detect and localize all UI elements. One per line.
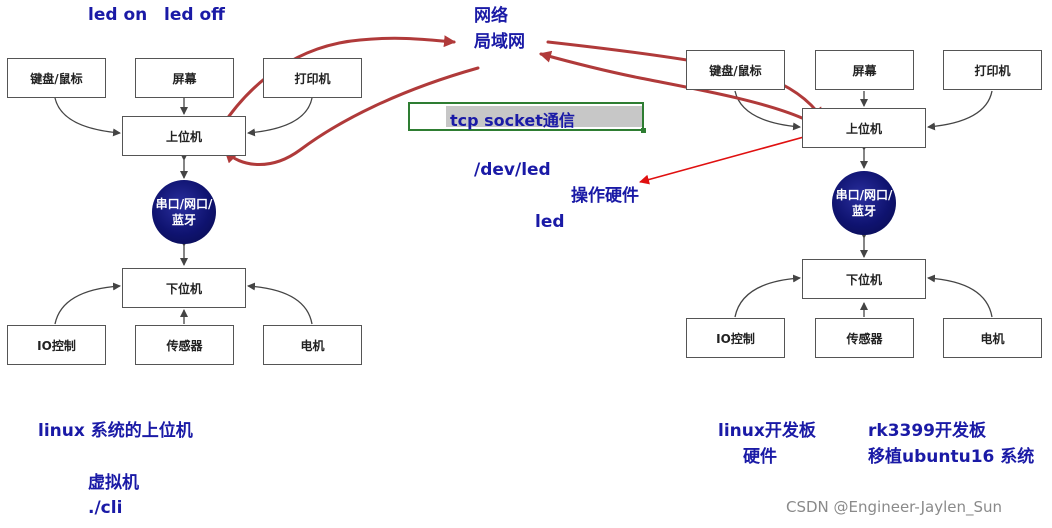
left-slave-box: 下位机 [122,268,246,308]
right-comm-label-line1: 串口/网口/ [835,188,893,202]
right-motor-box: 电机 [943,318,1042,358]
dev-led-note: /dev/led [474,160,551,180]
vm-note: 虚拟机 [88,473,139,493]
left-comm-label-line2: 蓝牙 [171,213,196,227]
board-to-hardware-arrow [639,131,823,185]
right-motor-to-slave-connector [927,274,993,318]
left-printer-box: 打印机 [263,58,362,98]
cli-note: ./cli [88,498,123,518]
led-note: led [535,212,565,232]
right-printer-to-host-connector [927,90,993,131]
linux-board-note: linux开发板 [718,421,816,441]
left-sensor-box: 传感器 [135,325,234,365]
right-printer-box: 打印机 [943,50,1042,90]
tcp-socket-cell[interactable]: tcp socket通信 [408,102,646,133]
right-sensor-box: 传感器 [815,318,914,358]
right-host-box: 上位机 [802,108,926,148]
left-io-to-slave-connector [54,282,121,325]
network-to-host-arrow [224,66,480,166]
network-note: 网络 [474,6,508,26]
left-io-box: IO控制 [7,325,106,365]
rk3399-note: rk3399开发板 [868,421,987,441]
left-comm-label-line1: 串口/网口/ [155,197,213,211]
tcp-socket-label: tcp socket通信 [450,111,575,130]
right-keyboard-to-host-connector [734,90,801,131]
right-slave-box: 下位机 [802,259,926,299]
right-screen-box: 屏幕 [815,50,914,90]
left-comm-circle: 串口/网口/ 蓝牙 [152,180,216,244]
host-to-network-arrow [215,35,456,136]
csdn-watermark: CSDN @Engineer-Jaylen_Sun [786,498,1003,516]
linux-host-note: linux 系统的上位机 [38,421,193,441]
board-to-network-arrow [539,50,804,120]
hardware-note: 硬件 [743,447,777,467]
left-motor-to-slave-connector [247,282,313,325]
right-comm-circle: 串口/网口/ 蓝牙 [832,171,896,235]
left-keyboard-to-host-connector [54,97,121,137]
lan-note: 局域网 [474,32,525,52]
left-keyboard-box: 键盘/鼠标 [7,58,106,98]
tcp-cell-highlight [446,106,642,127]
right-io-to-slave-connector [734,274,801,318]
right-keyboard-box: 键盘/鼠标 [686,50,785,90]
port-ubuntu-note: 移植ubuntu16 系统 [868,447,1035,467]
operate-hardware-note: 操作硬件 [571,186,639,206]
left-printer-to-host-connector [247,97,313,137]
right-io-box: IO控制 [686,318,785,358]
left-host-box: 上位机 [122,116,246,156]
right-comm-label-line2: 蓝牙 [851,204,876,218]
led-on-note: led on [88,5,148,25]
left-screen-box: 屏幕 [135,58,234,98]
cell-fill-handle[interactable] [641,128,646,133]
left-motor-box: 电机 [263,325,362,365]
led-off-note: led off [164,5,225,25]
